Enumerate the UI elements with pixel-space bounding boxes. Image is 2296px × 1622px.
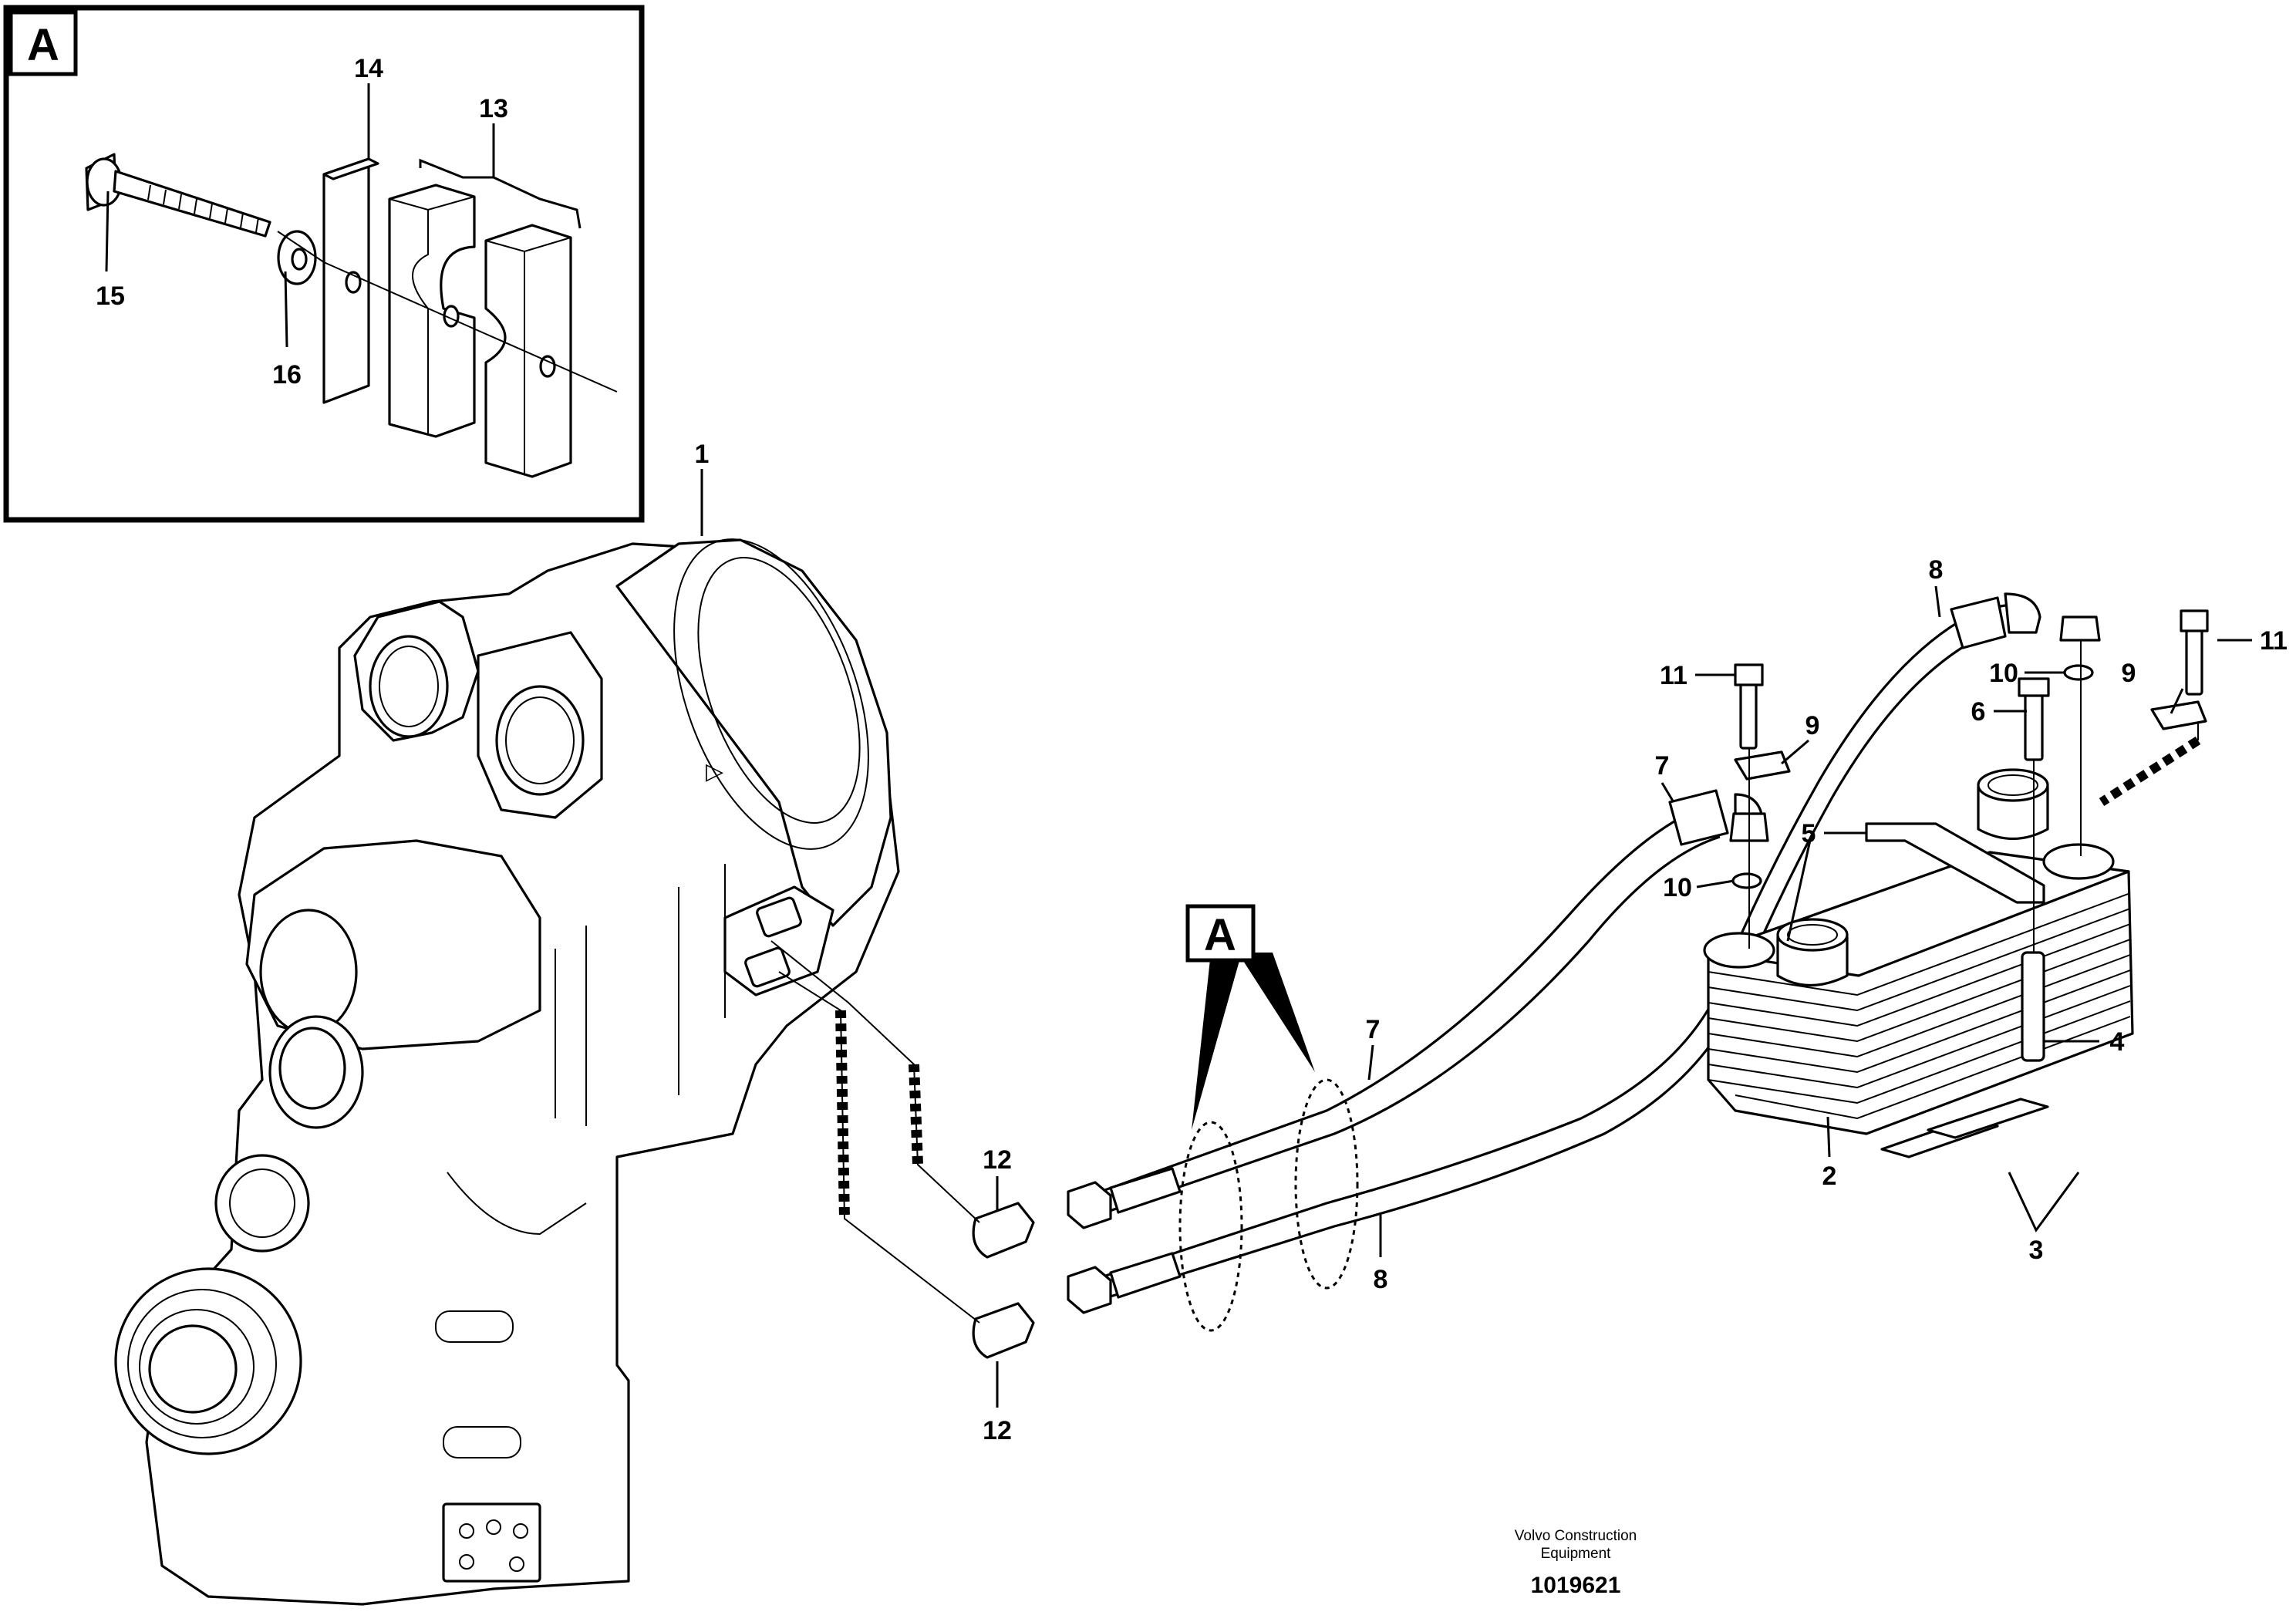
transmission-housing: ▷ <box>114 538 900 1606</box>
callout-labels: 1 2 3 4 5 6 7 7 8 8 9 9 10 10 11 11 12 1… <box>695 440 2288 1445</box>
callout-12-upper: 12 <box>983 1145 1012 1175</box>
detail-marker-letter: A <box>1204 910 1236 960</box>
company-line-2: Equipment <box>1541 1546 1612 1562</box>
callout-4: 4 <box>2110 1027 2125 1057</box>
callout-9-right: 9 <box>2122 659 2136 688</box>
callout-10-left: 10 <box>1663 873 1692 902</box>
callout-3: 3 <box>2029 1236 2044 1265</box>
callout-14: 14 <box>354 54 383 83</box>
break-lines <box>770 710 2201 1324</box>
plate-14 <box>322 157 379 404</box>
callout-6: 6 <box>1971 697 1986 727</box>
callout-16: 16 <box>272 360 302 389</box>
callout-11-right: 11 <box>2260 626 2288 656</box>
callout-10-right: 10 <box>1989 659 2018 688</box>
callout-11-left: 11 <box>1660 661 1687 690</box>
drawing-number: 1019621 <box>1531 1573 1621 1598</box>
leader-lines <box>700 469 2252 1408</box>
callout-2: 2 <box>1822 1162 1837 1191</box>
inset-detail-a: A <box>3 5 645 523</box>
callout-7-lower: 7 <box>1366 1015 1381 1044</box>
footer: Volvo Construction Equipment 1019621 <box>1515 1528 1637 1598</box>
company-line-1: Volvo Construction <box>1515 1528 1637 1544</box>
oil-cooler <box>1703 609 2209 1158</box>
inset-letter: A <box>27 20 59 70</box>
callout-1: 1 <box>695 440 710 469</box>
washer-16 <box>277 230 317 285</box>
callout-7-upper: 7 <box>1655 751 1670 781</box>
callout-8-upper: 8 <box>1929 555 1944 585</box>
callout-8-lower: 8 <box>1374 1265 1388 1294</box>
callout-15: 15 <box>96 282 125 311</box>
callout-13: 13 <box>479 94 508 123</box>
detail-a-reference: A <box>1178 904 1359 1332</box>
callout-12-lower: 12 <box>983 1416 1012 1445</box>
callout-9-left: 9 <box>1805 711 1820 740</box>
housing-mark-icon: ▷ <box>706 759 723 784</box>
callout-5: 5 <box>1802 819 1816 848</box>
